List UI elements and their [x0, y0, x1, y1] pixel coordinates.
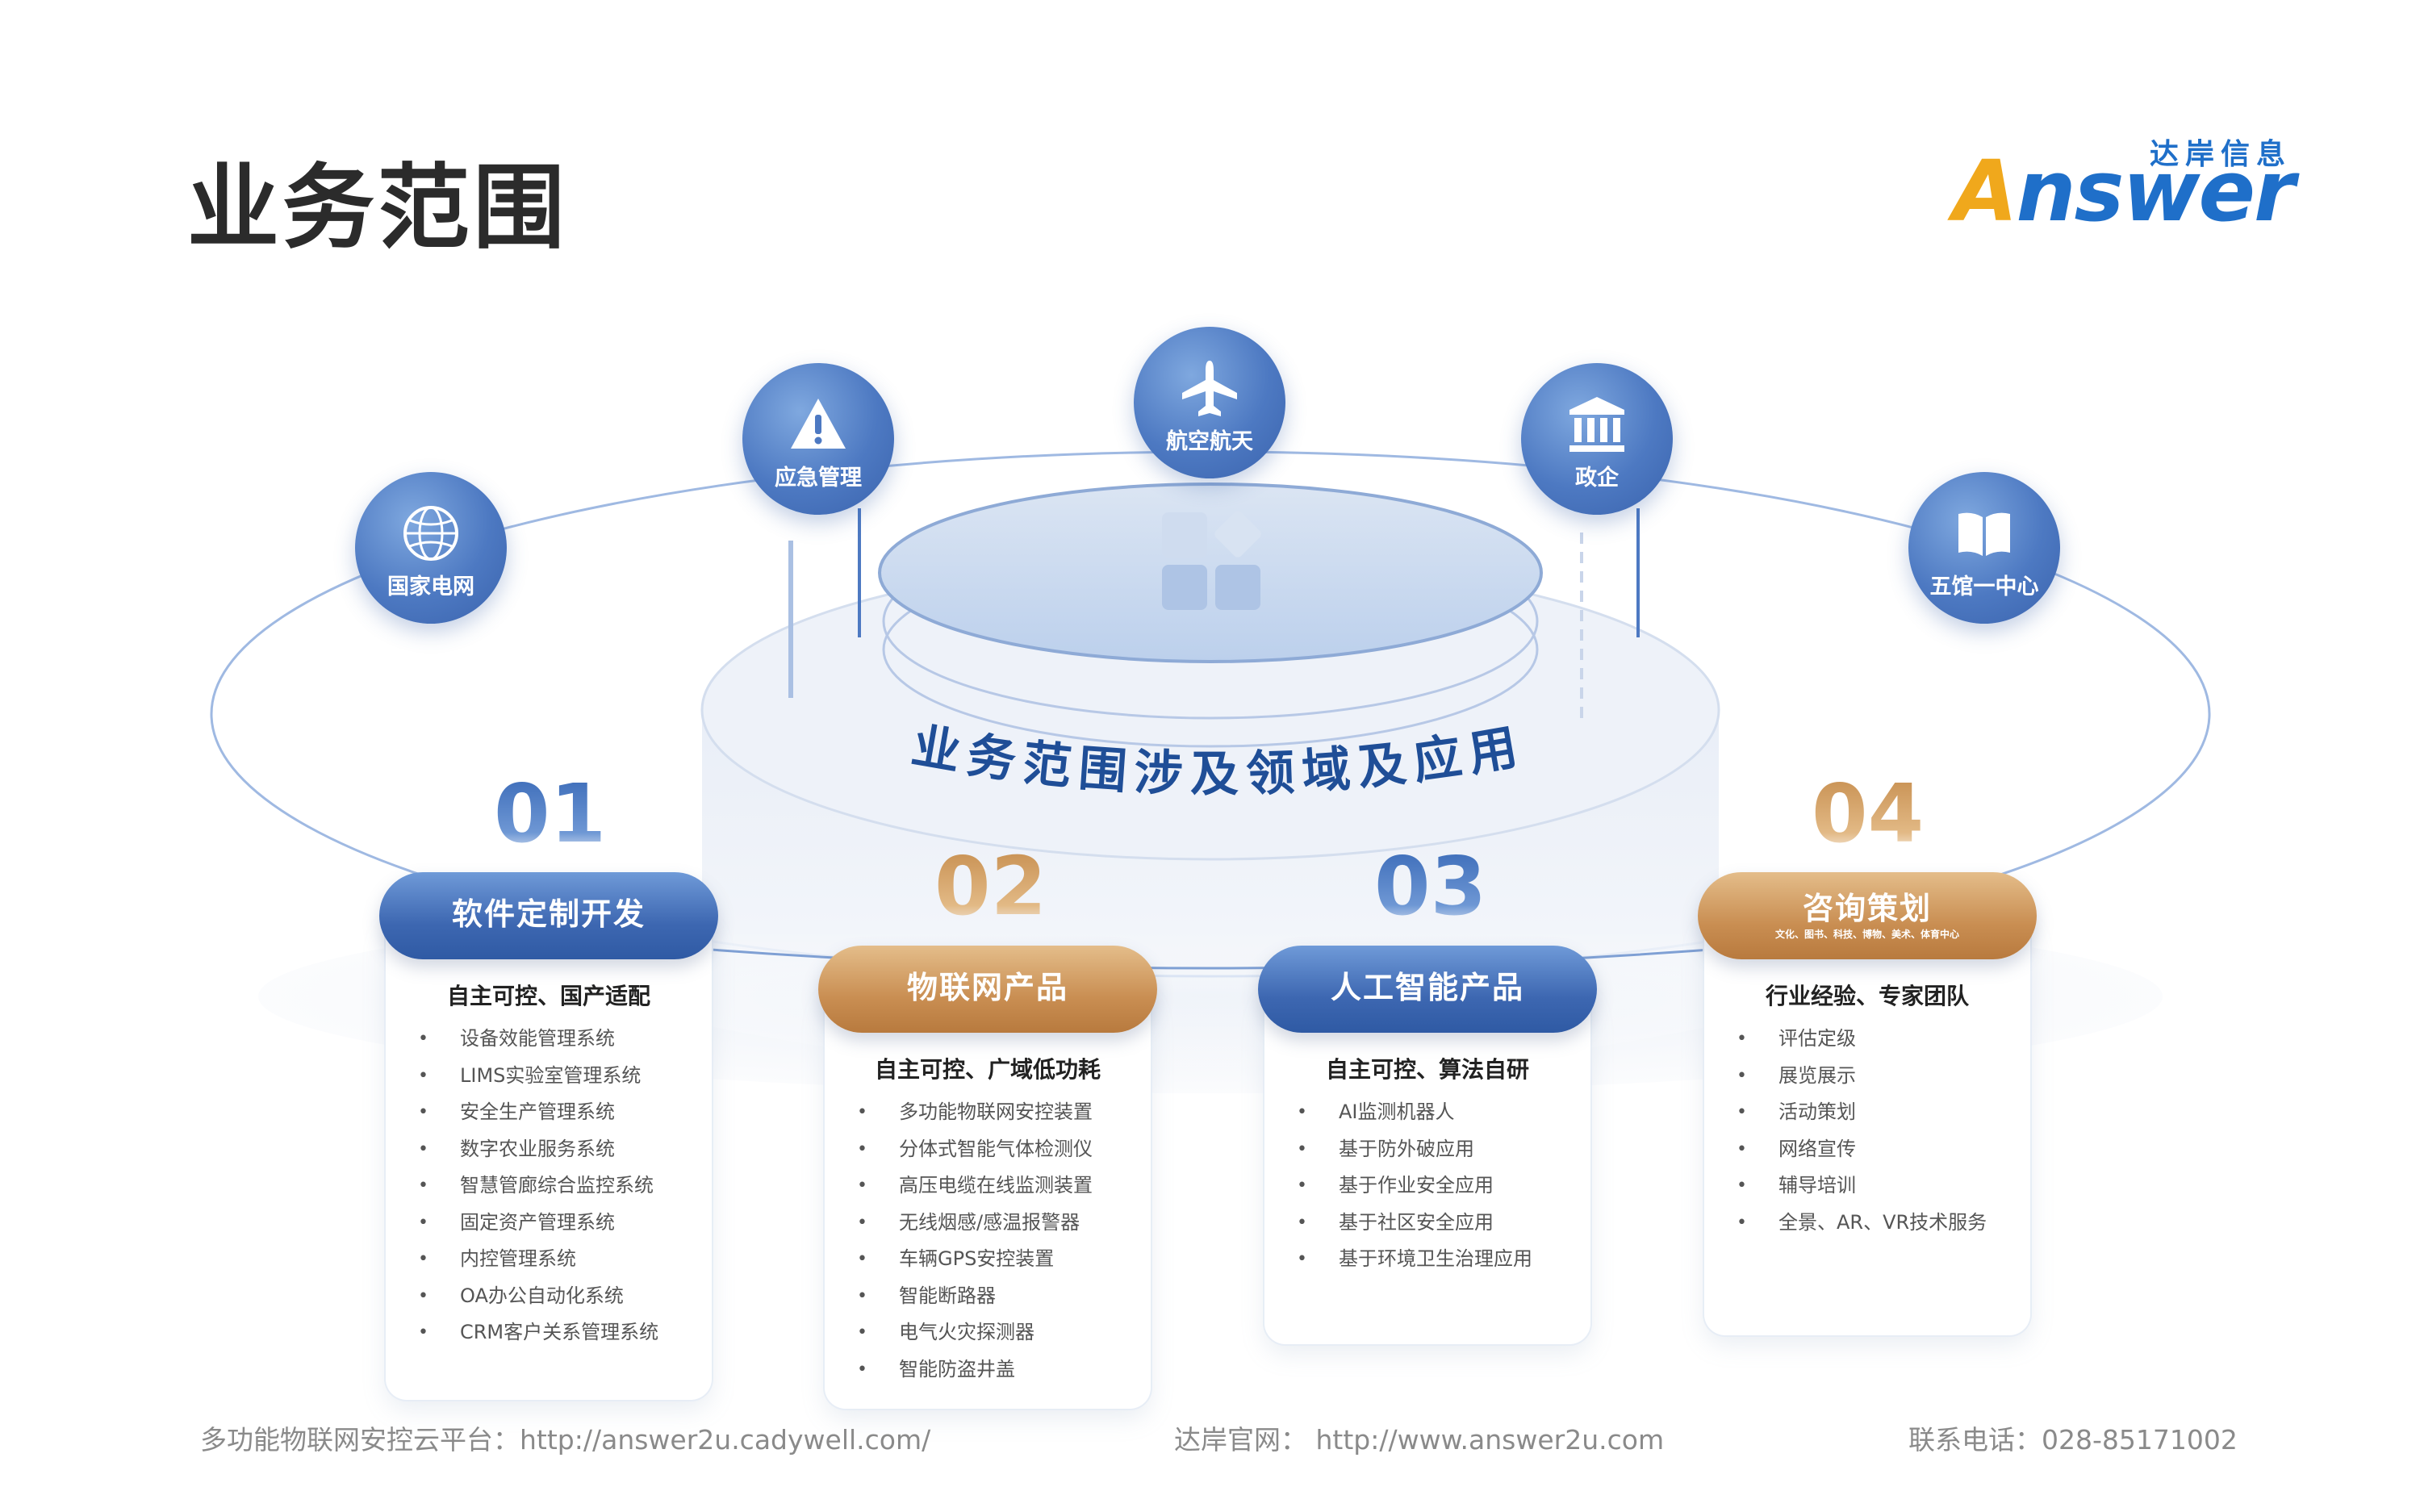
list-item: 安全生产管理系统 [415, 1094, 658, 1131]
section-number-01: 01 [494, 766, 607, 861]
brand-logo: 达岸信息 Answer [1953, 129, 2308, 240]
section-item-list: 多功能物联网安控装置 分体式智能气体检测仪 高压电缆在线监测装置 无线烟感/感温… [854, 1094, 1093, 1388]
list-item: 网络宣传 [1733, 1131, 1987, 1168]
center-title: 业务范围涉及领域及应用 [908, 717, 1522, 803]
domain-bubble-aerospace[interactable]: 航空航天 [1134, 327, 1285, 478]
list-item: 固定资产管理系统 [415, 1205, 658, 1242]
section-number-04: 04 [1812, 766, 1925, 861]
list-item: 智慧管廊综合监控系统 [415, 1167, 658, 1205]
section-number-02: 02 [934, 839, 1047, 934]
list-item: 智能断路器 [854, 1278, 1093, 1315]
list-item: 多功能物联网安控装置 [854, 1094, 1093, 1131]
list-item: 基于社区安全应用 [1294, 1205, 1532, 1242]
list-item: 高压电缆在线监测装置 [854, 1167, 1093, 1205]
footer-platform-link[interactable]: 多功能物联网安控云平台：http://answer2u.cadywell.com… [200, 1424, 931, 1456]
list-item: 基于作业安全应用 [1294, 1167, 1532, 1205]
list-item: CRM客户关系管理系统 [415, 1314, 658, 1351]
section-heading: 行业经验、专家团队 [1765, 983, 1969, 1009]
section-heading: 自主可控、广域低功耗 [874, 1056, 1101, 1083]
list-item: LIMS实验室管理系统 [415, 1058, 658, 1095]
section-heading: 自主可控、国产适配 [446, 983, 650, 1009]
list-item: 评估定级 [1733, 1021, 1987, 1058]
list-item: 智能防盗井盖 [854, 1351, 1093, 1389]
list-item: 内控管理系统 [415, 1241, 658, 1278]
section-title-pill[interactable]: 人工智能产品 [1258, 946, 1597, 1033]
logo-english-name: Answer [1953, 142, 2295, 240]
footer-phone: 联系电话：028-85171002 [1908, 1424, 2238, 1456]
section-subtitle: 文化、图书、科技、博物、美术、体育中心 [1774, 929, 1959, 940]
section-card-software: 软件定制开发 自主可控、国产适配 设备效能管理系统 LIMS实验室管理系统 安全… [379, 872, 718, 1400]
section-card-ai: 人工智能产品 自主可控、算法自研 AI监测机器人 基于防外破应用 基于作业安全应… [1258, 946, 1597, 1344]
section-item-list: AI监测机器人 基于防外破应用 基于作业安全应用 基于社区安全应用 基于环境卫生… [1294, 1094, 1532, 1278]
section-number-03: 03 [1374, 839, 1487, 934]
section-title-pill[interactable]: 软件定制开发 [379, 872, 718, 959]
list-item: 基于环境卫生治理应用 [1294, 1241, 1532, 1278]
section-card-consulting: 咨询策划 文化、图书、科技、博物、美术、体育中心 行业经验、专家团队 评估定级 … [1698, 872, 2037, 1335]
list-item: AI监测机器人 [1294, 1094, 1532, 1131]
section-title-pill[interactable]: 咨询策划 文化、图书、科技、博物、美术、体育中心 [1698, 872, 2037, 959]
domain-bubble-emergency[interactable]: 应急管理 [742, 363, 894, 515]
bubble-label: 应急管理 [775, 466, 862, 491]
bubble-label: 政企 [1575, 466, 1619, 491]
list-item: 数字农业服务系统 [415, 1131, 658, 1168]
open-book-icon [1958, 512, 2010, 556]
section-title-pill[interactable]: 物联网产品 [818, 946, 1157, 1033]
list-item: 活动策划 [1733, 1094, 1987, 1131]
page-title: 业务范围 [187, 154, 569, 261]
logo-chinese-name: 达岸信息 [2149, 138, 2292, 171]
section-heading: 自主可控、算法自研 [1325, 1056, 1529, 1083]
warning-icon [791, 399, 846, 449]
list-item: 展览展示 [1733, 1058, 1987, 1095]
center-title-graphic: 业务范围涉及领域及应用 [908, 717, 1530, 803]
section-item-list: 设备效能管理系统 LIMS实验室管理系统 安全生产管理系统 数字农业服务系统 智… [415, 1021, 658, 1351]
airplane-icon [1182, 361, 1237, 416]
list-item: OA办公自动化系统 [415, 1278, 658, 1315]
list-item: 辅导培训 [1733, 1167, 1987, 1205]
section-card-iot: 物联网产品 自主可控、广域低功耗 多功能物联网安控装置 分体式智能气体检测仪 高… [818, 946, 1157, 1409]
list-item: 基于防外破应用 [1294, 1131, 1532, 1168]
domain-bubble-government[interactable]: 政企 [1521, 363, 1673, 515]
bubble-label: 航空航天 [1166, 429, 1253, 454]
globe-icon [403, 506, 458, 561]
footer-website-link[interactable]: 达岸官网： http://www.answer2u.com [1174, 1424, 1665, 1456]
list-item: 电气火灾探测器 [854, 1314, 1093, 1351]
domain-bubble-state-grid[interactable]: 国家电网 [355, 472, 507, 624]
bubble-label: 五馆一中心 [1929, 574, 2039, 599]
svg-text:业务范围涉及领域及应用: 业务范围涉及领域及应用 [908, 717, 1530, 803]
bubble-label: 国家电网 [387, 574, 474, 599]
list-item: 全景、AR、VR技术服务 [1733, 1205, 1987, 1242]
list-item: 无线烟感/感温报警器 [854, 1205, 1093, 1242]
list-item: 车辆GPS安控装置 [854, 1241, 1093, 1278]
government-building-icon [1569, 397, 1624, 452]
list-item: 设备效能管理系统 [415, 1021, 658, 1058]
list-item: 分体式智能气体检测仪 [854, 1131, 1093, 1168]
section-item-list: 评估定级 展览展示 活动策划 网络宣传 辅导培训 全景、AR、VR技术服务 [1733, 1021, 1987, 1241]
domain-bubble-museums[interactable]: 五馆一中心 [1908, 472, 2060, 624]
